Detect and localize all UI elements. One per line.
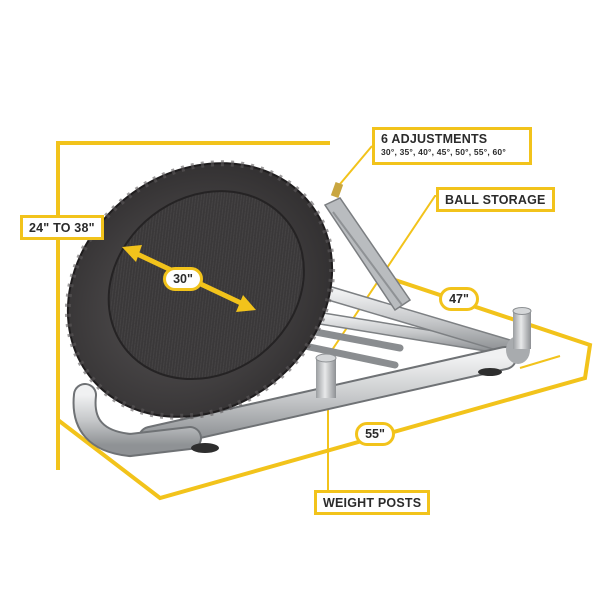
adjustments-leader	[334, 145, 373, 191]
depth-badge: 47"	[439, 287, 479, 311]
angle-adjustment-bracket	[323, 182, 412, 312]
steel-frame	[72, 284, 532, 458]
width-badge: 55"	[355, 422, 395, 446]
height-range-label: 24" TO 38"	[20, 215, 104, 240]
weight-posts-label: WEIGHT POSTS	[314, 490, 431, 515]
weight-post-rear	[513, 311, 531, 349]
diameter-badge: 30"	[163, 267, 203, 291]
rebounder-mat	[64, 160, 336, 420]
adjustments-callout: 6 ADJUSTMENTS 30°, 35°, 40°, 45°, 50°, 5…	[372, 127, 532, 165]
ball-storage-label: BALL STORAGE	[436, 187, 555, 212]
adjustments-title: 6 ADJUSTMENTS	[381, 132, 488, 146]
adjustments-angles: 30°, 35°, 40°, 45°, 50°, 55°, 60°	[381, 147, 506, 157]
height-dimension-line	[56, 141, 330, 470]
weight-post-front	[316, 358, 336, 398]
footprint-corner-line	[519, 355, 561, 369]
